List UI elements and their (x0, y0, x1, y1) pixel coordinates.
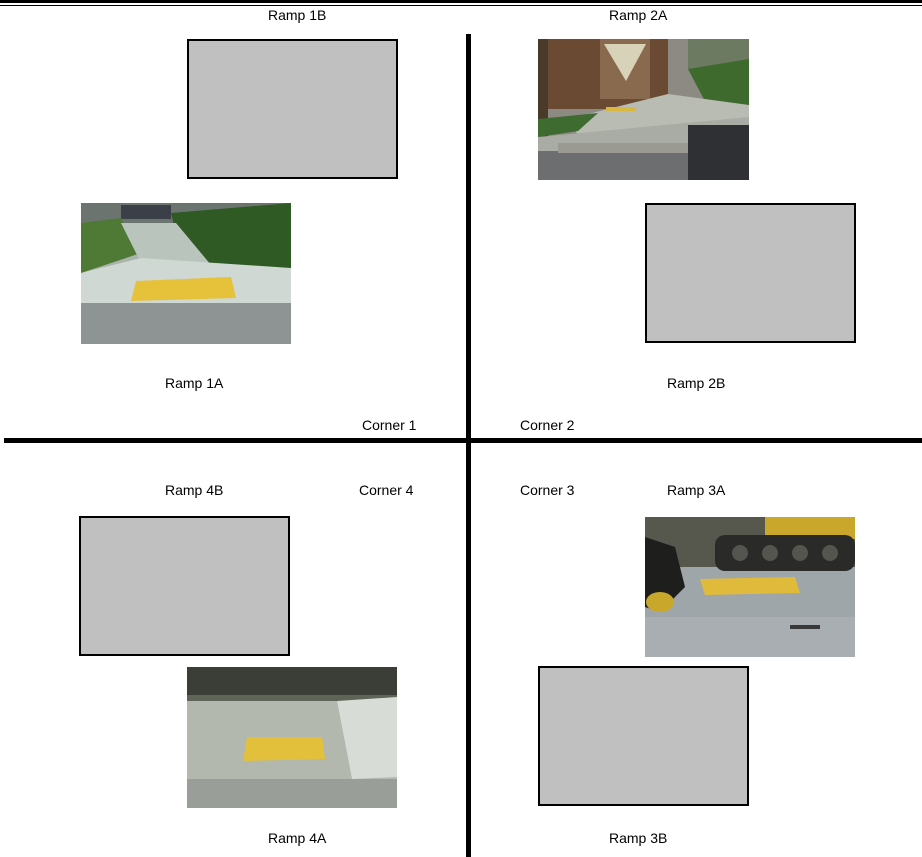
ramp-3a-photo (645, 517, 855, 657)
label-corner-1: Corner 1 (362, 417, 416, 433)
ramp-4b-placeholder (79, 516, 290, 656)
ramp-2a-photo (538, 39, 749, 180)
label-ramp-2b: Ramp 2B (667, 375, 725, 391)
ramp-1b-placeholder (187, 39, 398, 179)
label-corner-2: Corner 2 (520, 417, 574, 433)
ramp-1a-photo (81, 203, 291, 344)
horizontal-divider (4, 438, 922, 443)
top-rule-thin (0, 5, 922, 6)
ramp-3b-placeholder (538, 666, 749, 806)
label-ramp-2a: Ramp 2A (609, 7, 667, 23)
label-ramp-1b: Ramp 1B (268, 7, 326, 23)
label-ramp-3b: Ramp 3B (609, 830, 667, 846)
ramp-4a-photo (187, 667, 397, 808)
label-ramp-4a: Ramp 4A (268, 830, 326, 846)
top-rule (0, 0, 922, 3)
label-ramp-3a: Ramp 3A (667, 482, 725, 498)
ramp-2b-placeholder (645, 203, 856, 343)
vertical-divider (466, 34, 471, 857)
label-ramp-1a: Ramp 1A (165, 375, 223, 391)
label-ramp-4b: Ramp 4B (165, 482, 223, 498)
label-corner-3: Corner 3 (520, 482, 574, 498)
label-corner-4: Corner 4 (359, 482, 413, 498)
